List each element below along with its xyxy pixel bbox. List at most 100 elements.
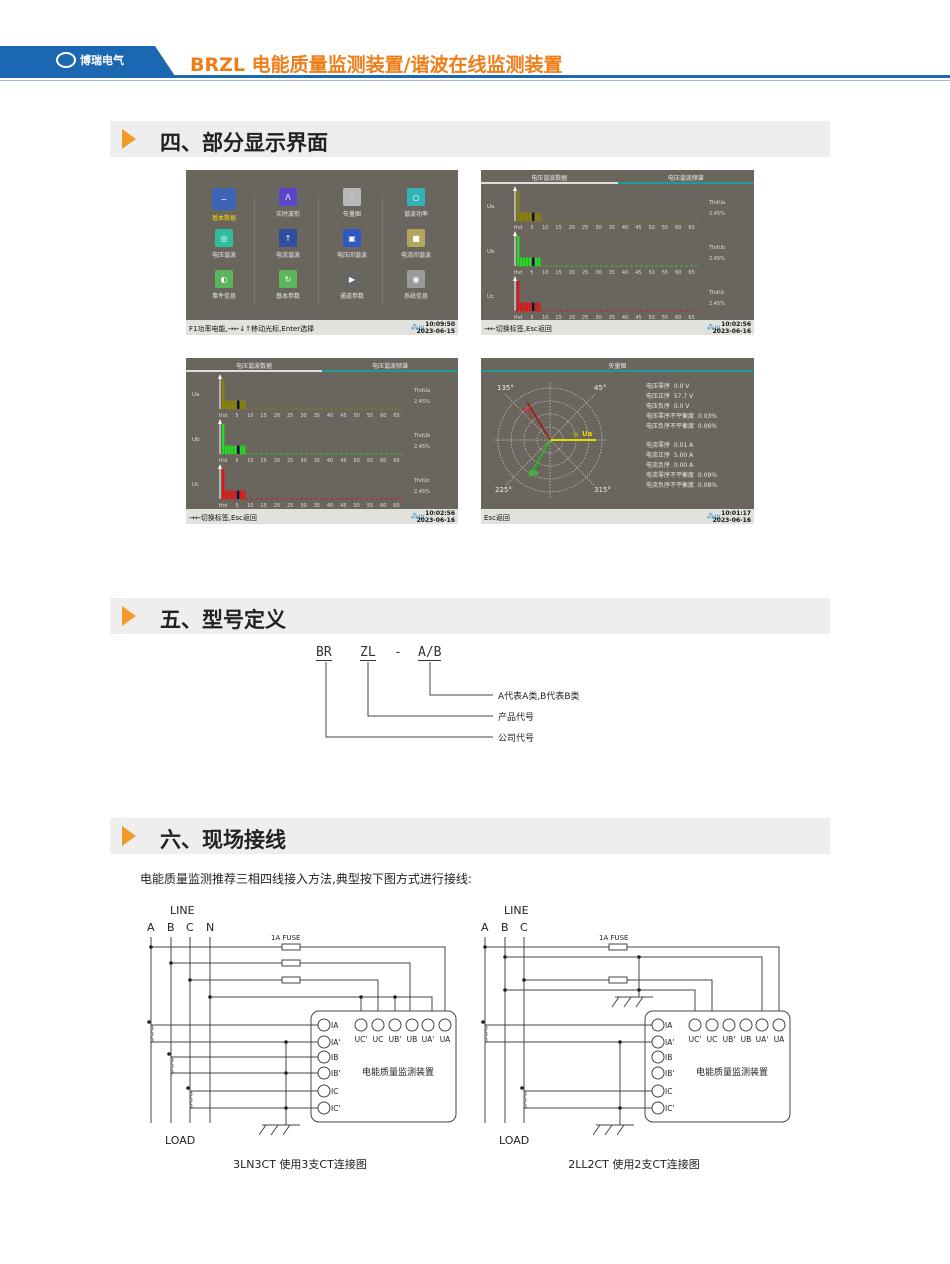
stat-value: 57.7 V (673, 393, 694, 400)
phasor-label: Ic (529, 415, 533, 421)
header-divider (0, 75, 950, 78)
menu-item[interactable]: ↑电流谐波 (254, 229, 322, 259)
fuse-label: 1A FUSE (599, 934, 628, 942)
current-terminal (651, 1035, 665, 1049)
ground-icon (616, 1124, 625, 1136)
menu-item[interactable]: ◎电压谐波 (190, 229, 258, 259)
harmonic-bar (240, 490, 243, 499)
menu-item[interactable]: ▣电压间谐波 (318, 229, 386, 259)
tick-label: 50 (354, 413, 360, 419)
stat-row: 电流正序 5.00 A (646, 451, 717, 461)
terminal-label: UB (741, 1035, 752, 1044)
tick-label: 65 (688, 225, 694, 231)
stat-value: 0.03% (697, 413, 717, 420)
tick-label: 35 (609, 270, 615, 276)
tick-label: 40 (327, 503, 333, 509)
stat-label: 电流负序 (646, 462, 671, 469)
phasor-label: Uc (523, 407, 532, 414)
network-usb-icon: ⁂ψ (706, 323, 720, 332)
tick-label: 65 (688, 315, 694, 320)
tab-harmonic-data[interactable]: 电压谐波数据 (481, 170, 618, 184)
thd-label: ThdUb (413, 433, 430, 439)
model-desc-company: 公司代号 (498, 734, 535, 744)
section-title: 四、部分显示界面 (160, 131, 328, 155)
menu-item[interactable]: ■电流间谐波 (382, 229, 450, 259)
phase-label: N (206, 921, 214, 934)
stat-label: 电流负序不平衡度 (646, 482, 695, 489)
menu-item[interactable]: ⋮矢量图 (318, 188, 386, 218)
tick-label: 60 (675, 270, 681, 276)
brand-logo: 博瑞电气 (56, 52, 124, 68)
current-terminal (317, 1084, 331, 1098)
stat-row: 电压零序 0.0 V (646, 382, 717, 392)
harmonic-bar (526, 302, 529, 311)
tick-label: 20 (274, 413, 280, 419)
network-usb-icon: ⁂ψ (410, 323, 424, 332)
terminal-label: IB (331, 1053, 338, 1062)
tick-label: 35 (314, 458, 320, 464)
junction-dot (637, 955, 641, 959)
section-header-wiring: 六、现场接线 (110, 818, 830, 854)
menu-item-label: 实时波形 (275, 211, 300, 218)
menu-item[interactable]: ○谐波功率 (382, 188, 450, 218)
device-box (310, 1010, 457, 1123)
tick-label: 30 (595, 270, 601, 276)
junction-dot (618, 1106, 622, 1110)
menu-item-label: 谐波功率 (403, 211, 428, 218)
tick-label: 65 (393, 413, 399, 419)
menu-item-label: 通道参数 (339, 293, 364, 300)
stat-row: 电压负序 0.0 V (646, 402, 717, 412)
harmonic-bar (243, 490, 246, 499)
tick-label: 15 (260, 503, 266, 509)
voltage-terminal (405, 1018, 419, 1032)
terminal-label: IB' (331, 1069, 340, 1078)
row-label: Uc (487, 294, 494, 300)
model-part-company: BR (316, 645, 332, 661)
ct-coil-icon (189, 1090, 193, 1110)
tab-harmonic-spectrum[interactable]: 电压谐波频谱 (322, 358, 458, 372)
fuse-icon (281, 943, 301, 951)
tick-label: 45 (340, 413, 346, 419)
menu-item[interactable]: ~基本数据 (190, 188, 258, 222)
voltage-terminal (739, 1018, 753, 1032)
harmonic-bar (225, 445, 228, 454)
harmonic-bar (228, 445, 231, 454)
grid-divider (254, 195, 255, 305)
tick-label: 40 (327, 413, 333, 419)
angle-label: 315° (594, 486, 611, 494)
menu-item[interactable]: ◉系统信息 (382, 270, 450, 300)
tab-harmonic-spectrum[interactable]: 电压谐波频谱 (617, 170, 754, 184)
stat-row: 电流零序不平衡度 0.09% (646, 471, 717, 481)
terminal-label: IA' (665, 1038, 674, 1047)
tick-label: 55 (367, 413, 373, 419)
junction-dot (167, 1052, 171, 1056)
tick-label: thd (514, 225, 522, 231)
menu-item[interactable]: ◐事件信息 (190, 270, 258, 300)
harmonic-bar (520, 302, 523, 311)
harmonic-bar (225, 400, 228, 409)
tick-label: 10 (247, 413, 253, 419)
tick-label: 40 (327, 458, 333, 464)
tick-label: 40 (622, 225, 628, 231)
network-usb-icon: ⁂ψ (706, 512, 720, 521)
junction-dot (522, 978, 526, 982)
terminal-label: UB' (389, 1035, 402, 1044)
phase-label: A (147, 921, 155, 934)
ct-coil-icon (484, 1024, 488, 1044)
voltage-terminal (388, 1018, 402, 1032)
tab-harmonic-data[interactable]: 电压谐波数据 (186, 358, 322, 372)
ground-icon (282, 1124, 291, 1136)
harmonic-bar (532, 302, 535, 311)
menu-item[interactable]: ↻基本参数 (254, 270, 322, 300)
menu-item[interactable]: ▶通道参数 (318, 270, 386, 300)
diagram-caption: 2LL2CT 使用2支CT连接图 (568, 1158, 700, 1170)
